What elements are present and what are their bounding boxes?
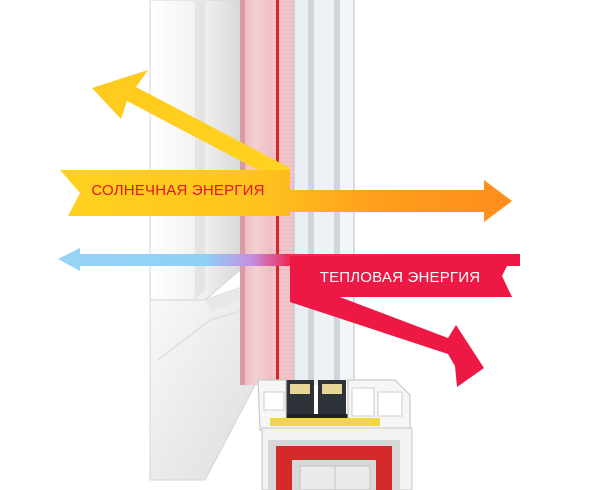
solar-energy-label: СОЛНЕЧНАЯ ЭНЕРГИЯ <box>91 182 264 199</box>
spacer-frame <box>284 380 348 420</box>
pvc-profile <box>257 379 413 490</box>
yellow-seal <box>270 418 380 426</box>
solar-energy-band: СОЛНЕЧНАЯ ЭНЕРГИЯ <box>60 170 512 222</box>
window-frame <box>149 0 263 481</box>
solar-reflected-arrow <box>92 70 290 182</box>
steel-reinforcement <box>276 446 392 490</box>
thermal-label-band: ТЕПЛОВАЯ ЭНЕРГИЯ <box>290 256 512 297</box>
thermal-energy-label: ТЕПЛОВАЯ ЭНЕРГИЯ <box>320 269 481 286</box>
thermal-reflected-arrow <box>290 282 484 387</box>
